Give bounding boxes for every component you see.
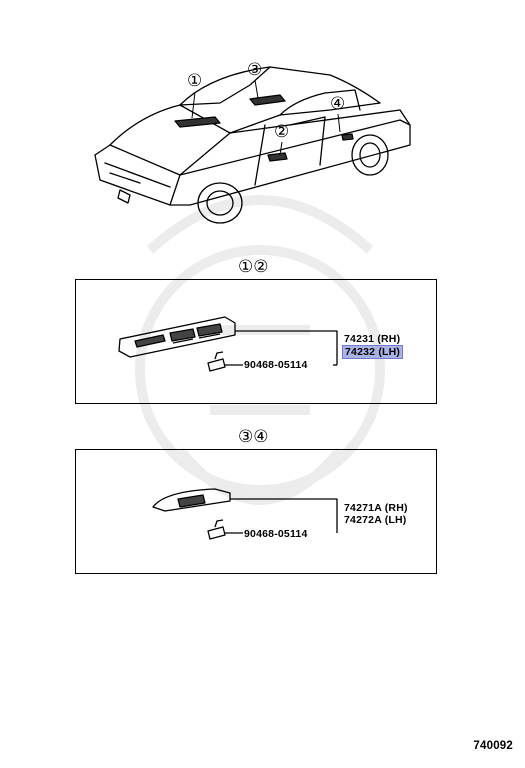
group2-switch-drawing bbox=[152, 488, 338, 540]
group1-part-lh[interactable]: 74232 (LH) bbox=[342, 345, 404, 359]
watermark-logo bbox=[135, 195, 385, 505]
group2-clip-part[interactable]: 90468-05114 bbox=[244, 528, 308, 540]
group1-heading: ①② bbox=[238, 257, 269, 277]
group1-part-rh[interactable]: 74231 (RH) bbox=[344, 333, 401, 345]
car-callout-2: ② bbox=[274, 122, 290, 142]
car-illustration bbox=[94, 66, 411, 224]
group1-clip-part[interactable]: 90468-05114 bbox=[244, 359, 308, 371]
diagram-code: 740092 bbox=[473, 740, 513, 752]
group2-part-rh[interactable]: 74271A (RH) bbox=[344, 502, 408, 514]
group2-part-lh[interactable]: 74272A (LH) bbox=[344, 514, 407, 526]
car-callout-3: ③ bbox=[247, 60, 263, 80]
group1-box bbox=[75, 279, 437, 404]
group1-switch-drawing bbox=[118, 316, 338, 372]
car-callout-1: ① bbox=[187, 71, 203, 91]
group2-heading: ③④ bbox=[238, 427, 269, 447]
callout-leaders bbox=[191, 79, 341, 156]
group2-box bbox=[75, 449, 437, 574]
car-callout-4: ④ bbox=[330, 94, 346, 114]
